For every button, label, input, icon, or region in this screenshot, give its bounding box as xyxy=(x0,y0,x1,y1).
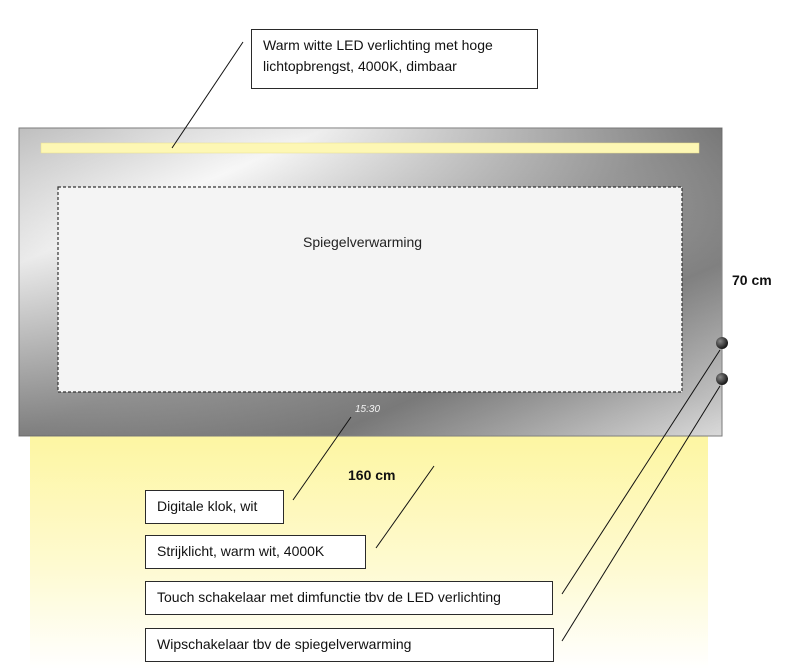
led-strip xyxy=(40,142,700,154)
height-dimension-label: 70 cm xyxy=(732,272,772,288)
heating-zone xyxy=(57,186,683,393)
callout-led-lighting: Warm witte LED verlichting met hoge lich… xyxy=(251,29,538,89)
leader-line-led xyxy=(171,41,244,149)
rocker-switch-icon[interactable] xyxy=(716,373,728,385)
clock-display: 15:30 xyxy=(355,404,381,415)
touch-switch-icon[interactable] xyxy=(716,337,728,349)
callout-led-line-2: lichtopbrengst, 4000K, dimbaar xyxy=(263,58,457,74)
leader-line-strip xyxy=(375,465,435,549)
heating-label: Spiegelverwarming xyxy=(303,234,423,250)
callout-led-line-1: Warm witte LED verlichting met hoge xyxy=(263,37,493,53)
callout-rocker-switch: Wipschakelaar tbv de spiegelverwarming xyxy=(145,628,554,662)
callout-digital-clock: Digitale klok, wit xyxy=(145,490,284,524)
leader-line-rocker xyxy=(561,385,721,642)
callout-touch-switch: Touch schakelaar met dimfunctie tbv de L… xyxy=(145,581,553,615)
width-dimension-label: 160 cm xyxy=(348,467,396,483)
leader-line-touch xyxy=(561,349,721,595)
leader-line-clock xyxy=(292,416,352,501)
callout-strip-light: Strijklicht, warm wit, 4000K xyxy=(145,535,366,569)
